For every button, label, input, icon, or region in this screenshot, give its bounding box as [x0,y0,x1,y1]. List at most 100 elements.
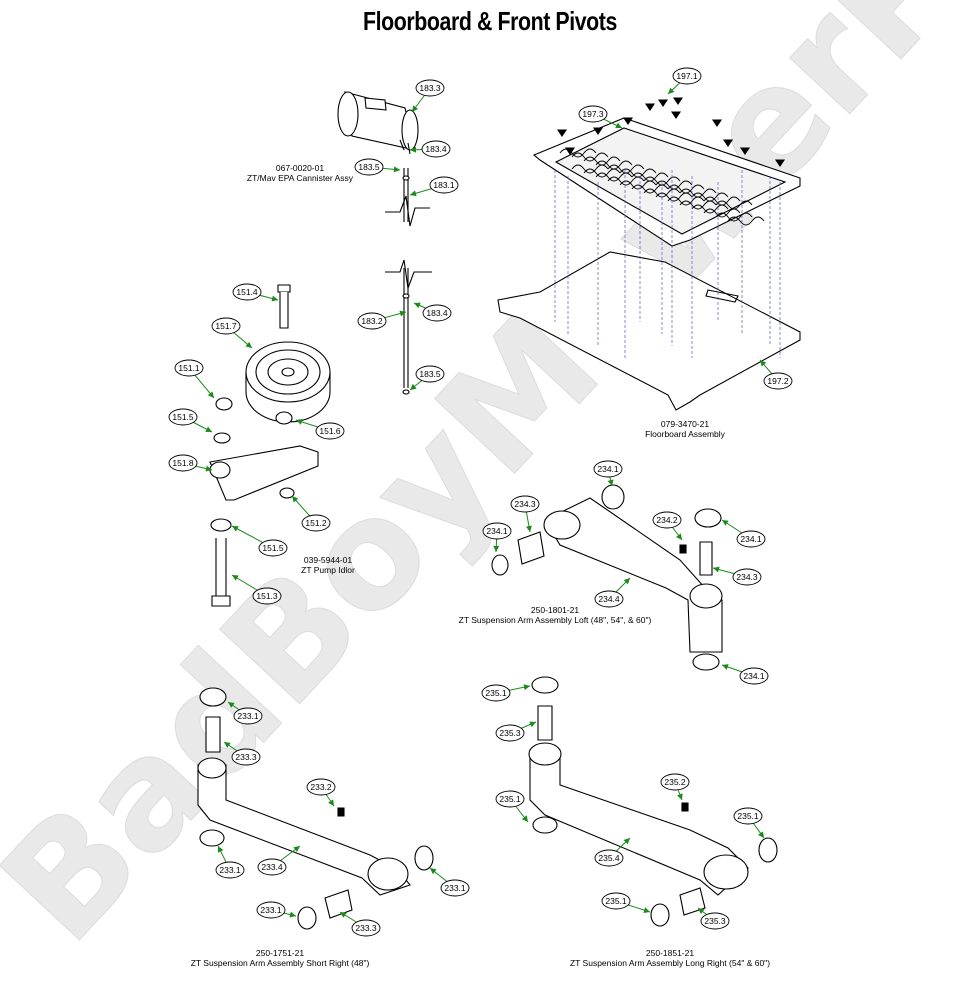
arm-left-rear-boss [689,583,723,609]
hose-break-top [385,195,430,227]
callout-arrowhead [607,479,614,486]
idler-bolt-head [277,284,291,293]
idler-bushing-151-2 [279,487,295,499]
page-title: Floorboard & Front Pivots [363,6,617,36]
arm-short-right-top-boss [197,757,227,779]
callout-balloon [231,748,261,766]
bushing-233-1-bottom [199,829,225,847]
idler-spacer-151-6 [275,411,293,425]
callout-balloon [168,454,198,472]
callout-arrowhead [224,742,231,748]
assembly-name-pump-idler: ZT Pump Idlor [301,565,355,575]
mat-screw [711,119,723,127]
callout-arrowhead [410,146,417,153]
idler-arm-boss [209,461,231,479]
callout-label: 233.4 [261,862,283,872]
callout-label: 235.2 [664,777,686,787]
canister-back-cap [401,109,419,151]
callout-balloon [763,372,793,390]
bushing-233-1-top [199,687,227,707]
callout-balloon [351,919,381,937]
mat-tread-pattern [655,180,693,190]
callout-label: 151.8 [172,458,194,468]
callout-label: 234.1 [743,671,765,681]
floor-mat-tread [554,127,787,235]
bushing-235-1-lower [650,903,670,927]
callout-balloon [256,901,286,919]
arm-short-right-body [197,764,411,896]
callout-arrowhead [232,575,239,581]
callout-label: 151.6 [319,426,341,436]
mat-tread-pattern [715,212,753,222]
callout-balloon [736,530,766,548]
callout-label: 234.4 [598,594,620,604]
callout-balloon [732,568,762,586]
hose-break-bottom [385,259,432,289]
bushing-234-1-right [694,508,722,528]
sleeve-235-3-top [537,705,553,741]
mat-tread-pattern [631,172,669,182]
callout-balloon [660,773,690,791]
arm-left-body [544,497,723,653]
callout-arrowhead [328,799,334,806]
mat-tread-pattern [583,156,621,166]
callout-label: 197.2 [767,376,789,386]
callout-arrowhead [393,166,400,173]
callout-label: 233.3 [235,752,257,762]
callout-balloon [481,684,511,702]
callout-arrowhead [399,310,406,317]
mat-screw [774,159,786,167]
callout-leaders [182,75,779,929]
idler-pivot-bolt-head [211,595,231,607]
callout-label: 233.1 [219,865,241,875]
mat-tread-pattern [727,216,765,226]
callout-balloon [168,408,198,426]
nut-234-2 [679,544,687,554]
callout-balloon [672,67,702,85]
callout-arrowhead [722,520,729,526]
assembly-name-arm-left: ZT Suspension Arm Assembly Loft (48", 54… [459,615,652,625]
callout-balloon [594,849,624,867]
callout-balloon [174,359,204,377]
callout-balloon [578,105,608,123]
bushing-234-1-top [601,484,625,510]
bushing-235-1-top [531,676,559,694]
assembly-part-number-canister: 067-0020-01 [276,163,324,173]
callout-label: 183.5 [419,369,441,379]
callout-label: 233.3 [355,923,377,933]
mat-tread-pattern [703,196,741,206]
arm-short-right-end-boss [367,857,409,891]
callout-label: 151.2 [305,518,327,528]
callout-arrowhead [760,360,767,367]
callout-balloon [440,879,470,897]
callout-arrowhead [340,912,347,918]
callout-label: 234.2 [656,515,678,525]
parts-artwork [197,91,801,930]
arm-long-right-end-boss [703,854,749,890]
callout-arrowhead [205,465,212,472]
callout-arrowhead [207,391,214,398]
callout-arrowhead [758,831,764,838]
callout-label: 235.1 [737,811,759,821]
assembly-name-arm-long-right: ZT Suspension Arm Assembly Long Right (5… [570,958,770,968]
canister-port [364,97,387,111]
callout-balloon [232,283,262,301]
callout-label: 197.1 [676,71,698,81]
callout-label: 151.3 [256,591,278,601]
bushing-234-1-left [491,554,509,576]
callout-arrowhead [292,496,299,503]
callout-arrowhead [205,426,212,432]
callout-arrowhead [623,578,630,585]
callout-balloon [258,539,288,557]
callout-label: 151.4 [236,287,258,297]
mat-tread-pattern [595,160,633,170]
callout-arrowhead [218,846,224,853]
callout-balloon [257,858,287,876]
callout-label: 183.4 [425,144,447,154]
callout-arrowhead [698,908,705,915]
callout-arrowhead [410,190,417,197]
mat-tread-pattern [679,188,717,198]
callout-label: 235.4 [598,853,620,863]
callout-label: 183.4 [426,308,448,318]
callout-arrowhead [412,105,418,112]
